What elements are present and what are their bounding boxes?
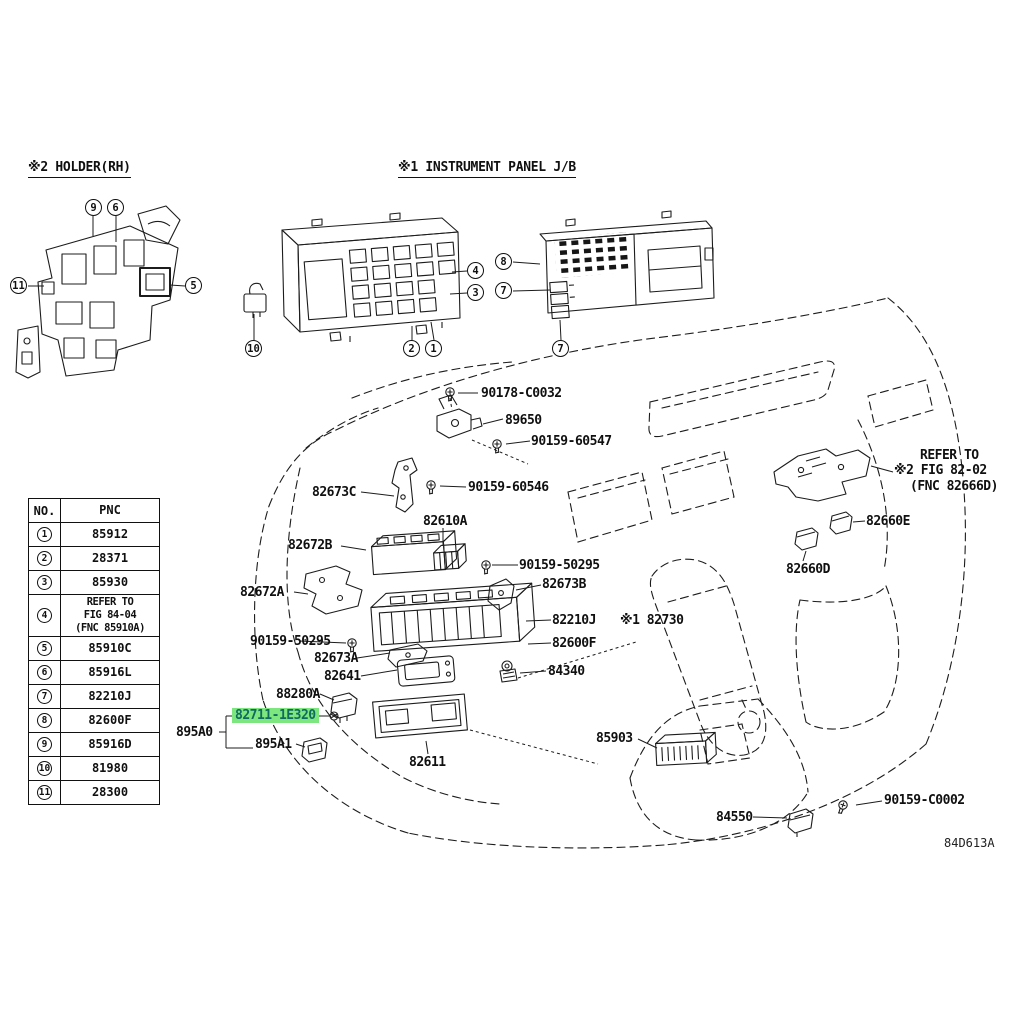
table-row: 11 28300	[29, 781, 159, 804]
row-number-badge: 2	[37, 551, 52, 566]
part-label-82610A: 82610A	[423, 514, 467, 529]
part-label-82672B: 82672B	[288, 538, 332, 553]
callout-8: 8	[495, 253, 512, 270]
row-number-badge: 6	[37, 665, 52, 680]
panel-jb-art	[243, 212, 461, 342]
holder-section-title: ※2 HOLDER(RH)	[28, 160, 131, 178]
table-row: 7 82210J	[29, 685, 159, 709]
pnc-value: 82210J	[88, 689, 132, 703]
part-label-82641: 82641	[324, 669, 361, 684]
callout-9: 9	[85, 199, 102, 216]
pnc-value: 28300	[91, 785, 129, 799]
row-number-badge: 11	[37, 785, 52, 800]
part-label-82660D: 82660D	[786, 562, 830, 577]
part-label-85903: 85903	[596, 731, 633, 746]
callout-7a: 7	[495, 282, 512, 299]
callout-4: 4	[467, 262, 484, 279]
leader-lines	[28, 216, 894, 819]
part-label-90159-60546: 90159-60546	[468, 480, 549, 495]
table-row: 5 85910C	[29, 637, 159, 661]
right-jb-art	[539, 210, 715, 320]
refer-note-line3: (FNC 82666D)	[910, 479, 998, 494]
row-number-badge: 4	[37, 608, 52, 623]
callout-6: 6	[107, 199, 124, 216]
table-header-row: NO. PNC	[29, 499, 159, 523]
row-number-badge: 3	[37, 575, 52, 590]
part-label-82730: ※1 82730	[620, 613, 684, 628]
part-label-82673B: 82673B	[542, 577, 586, 592]
main-parts-art	[301, 387, 871, 837]
callout-2: 2	[403, 340, 420, 357]
part-label-82210J: 82210J	[552, 613, 596, 628]
part-label-89650: 89650	[505, 413, 542, 428]
part-label-88280A: 88280A	[276, 687, 320, 702]
dashboard-outline-art	[254, 297, 966, 849]
part-label-82673A: 82673A	[314, 651, 358, 666]
holder-rh-art	[15, 205, 181, 379]
callout-10: 10	[245, 340, 262, 357]
part-label-82672A: 82672A	[240, 585, 284, 600]
row-number-badge: 9	[37, 737, 52, 752]
col-header-no: NO.	[29, 499, 61, 522]
row-number-badge: 1	[37, 527, 52, 542]
part-label-90159-50295-upper: 90159-50295	[519, 558, 600, 573]
table-row: 10 81980	[29, 757, 159, 781]
row-number-badge: 5	[37, 641, 52, 656]
callout-3: 3	[467, 284, 484, 301]
row-number-badge: 8	[37, 713, 52, 728]
table-row: 9 85916D	[29, 733, 159, 757]
refer-note-line2: ※2 FIG 82-02	[894, 463, 987, 478]
pnc-value: 85916L	[88, 665, 132, 679]
table-row: 6 85916L	[29, 661, 159, 685]
refer-note-line1: REFER TO	[920, 448, 979, 463]
part-label-895A1: 895A1	[255, 737, 292, 752]
row-number-badge: 7	[37, 689, 52, 704]
table-row: 1 85912	[29, 523, 159, 547]
part-label-90159-C0002: 90159-C0002	[884, 793, 965, 808]
col-header-pnc: PNC	[99, 503, 121, 517]
callout-5: 5	[185, 277, 202, 294]
part-label-84550: 84550	[716, 810, 753, 825]
callout-7b: 7	[552, 340, 569, 357]
pnc-value: 82600F	[88, 713, 132, 727]
part-label-82711-1E320-highlighted: 82711-1E320	[232, 708, 319, 723]
row-number-badge: 10	[37, 761, 52, 776]
table-row: 8 82600F	[29, 709, 159, 733]
pnc-value: 85912	[91, 527, 129, 541]
diagram-code: 84D613A	[944, 836, 995, 850]
part-label-82611: 82611	[409, 755, 446, 770]
pnc-value: 81980	[91, 761, 129, 775]
part-label-82673C: 82673C	[312, 485, 356, 500]
pnc-value: REFER TO FIG 84-04 (FNC 85910A)	[75, 596, 145, 634]
table-row: 3 85930	[29, 571, 159, 595]
part-label-82660E: 82660E	[866, 514, 910, 529]
pnc-value: 85930	[91, 575, 129, 589]
callout-11: 11	[10, 277, 27, 294]
pnc-value: 85916D	[88, 737, 132, 751]
pnc-table: NO. PNC 1 85912 2 28371 3 85930 4 REFER TO F…	[28, 498, 160, 805]
part-label-90159-50295-left: 90159-50295	[250, 634, 331, 649]
part-label-84340: 84340	[548, 664, 585, 679]
part-label-90159-60547: 90159-60547	[531, 434, 612, 449]
callout-1: 1	[425, 340, 442, 357]
part-label-82600F: 82600F	[552, 636, 596, 651]
panel-jb-section-title: ※1 INSTRUMENT PANEL J/B	[398, 160, 576, 178]
part-label-895A0: 895A0	[176, 725, 213, 740]
pnc-value: 28371	[91, 551, 129, 565]
table-row: 4 REFER TO FIG 84-04 (FNC 85910A)	[29, 595, 159, 637]
pnc-value: 85910C	[88, 641, 132, 655]
part-label-90178-C0032: 90178-C0032	[481, 386, 562, 401]
table-row: 2 28371	[29, 547, 159, 571]
